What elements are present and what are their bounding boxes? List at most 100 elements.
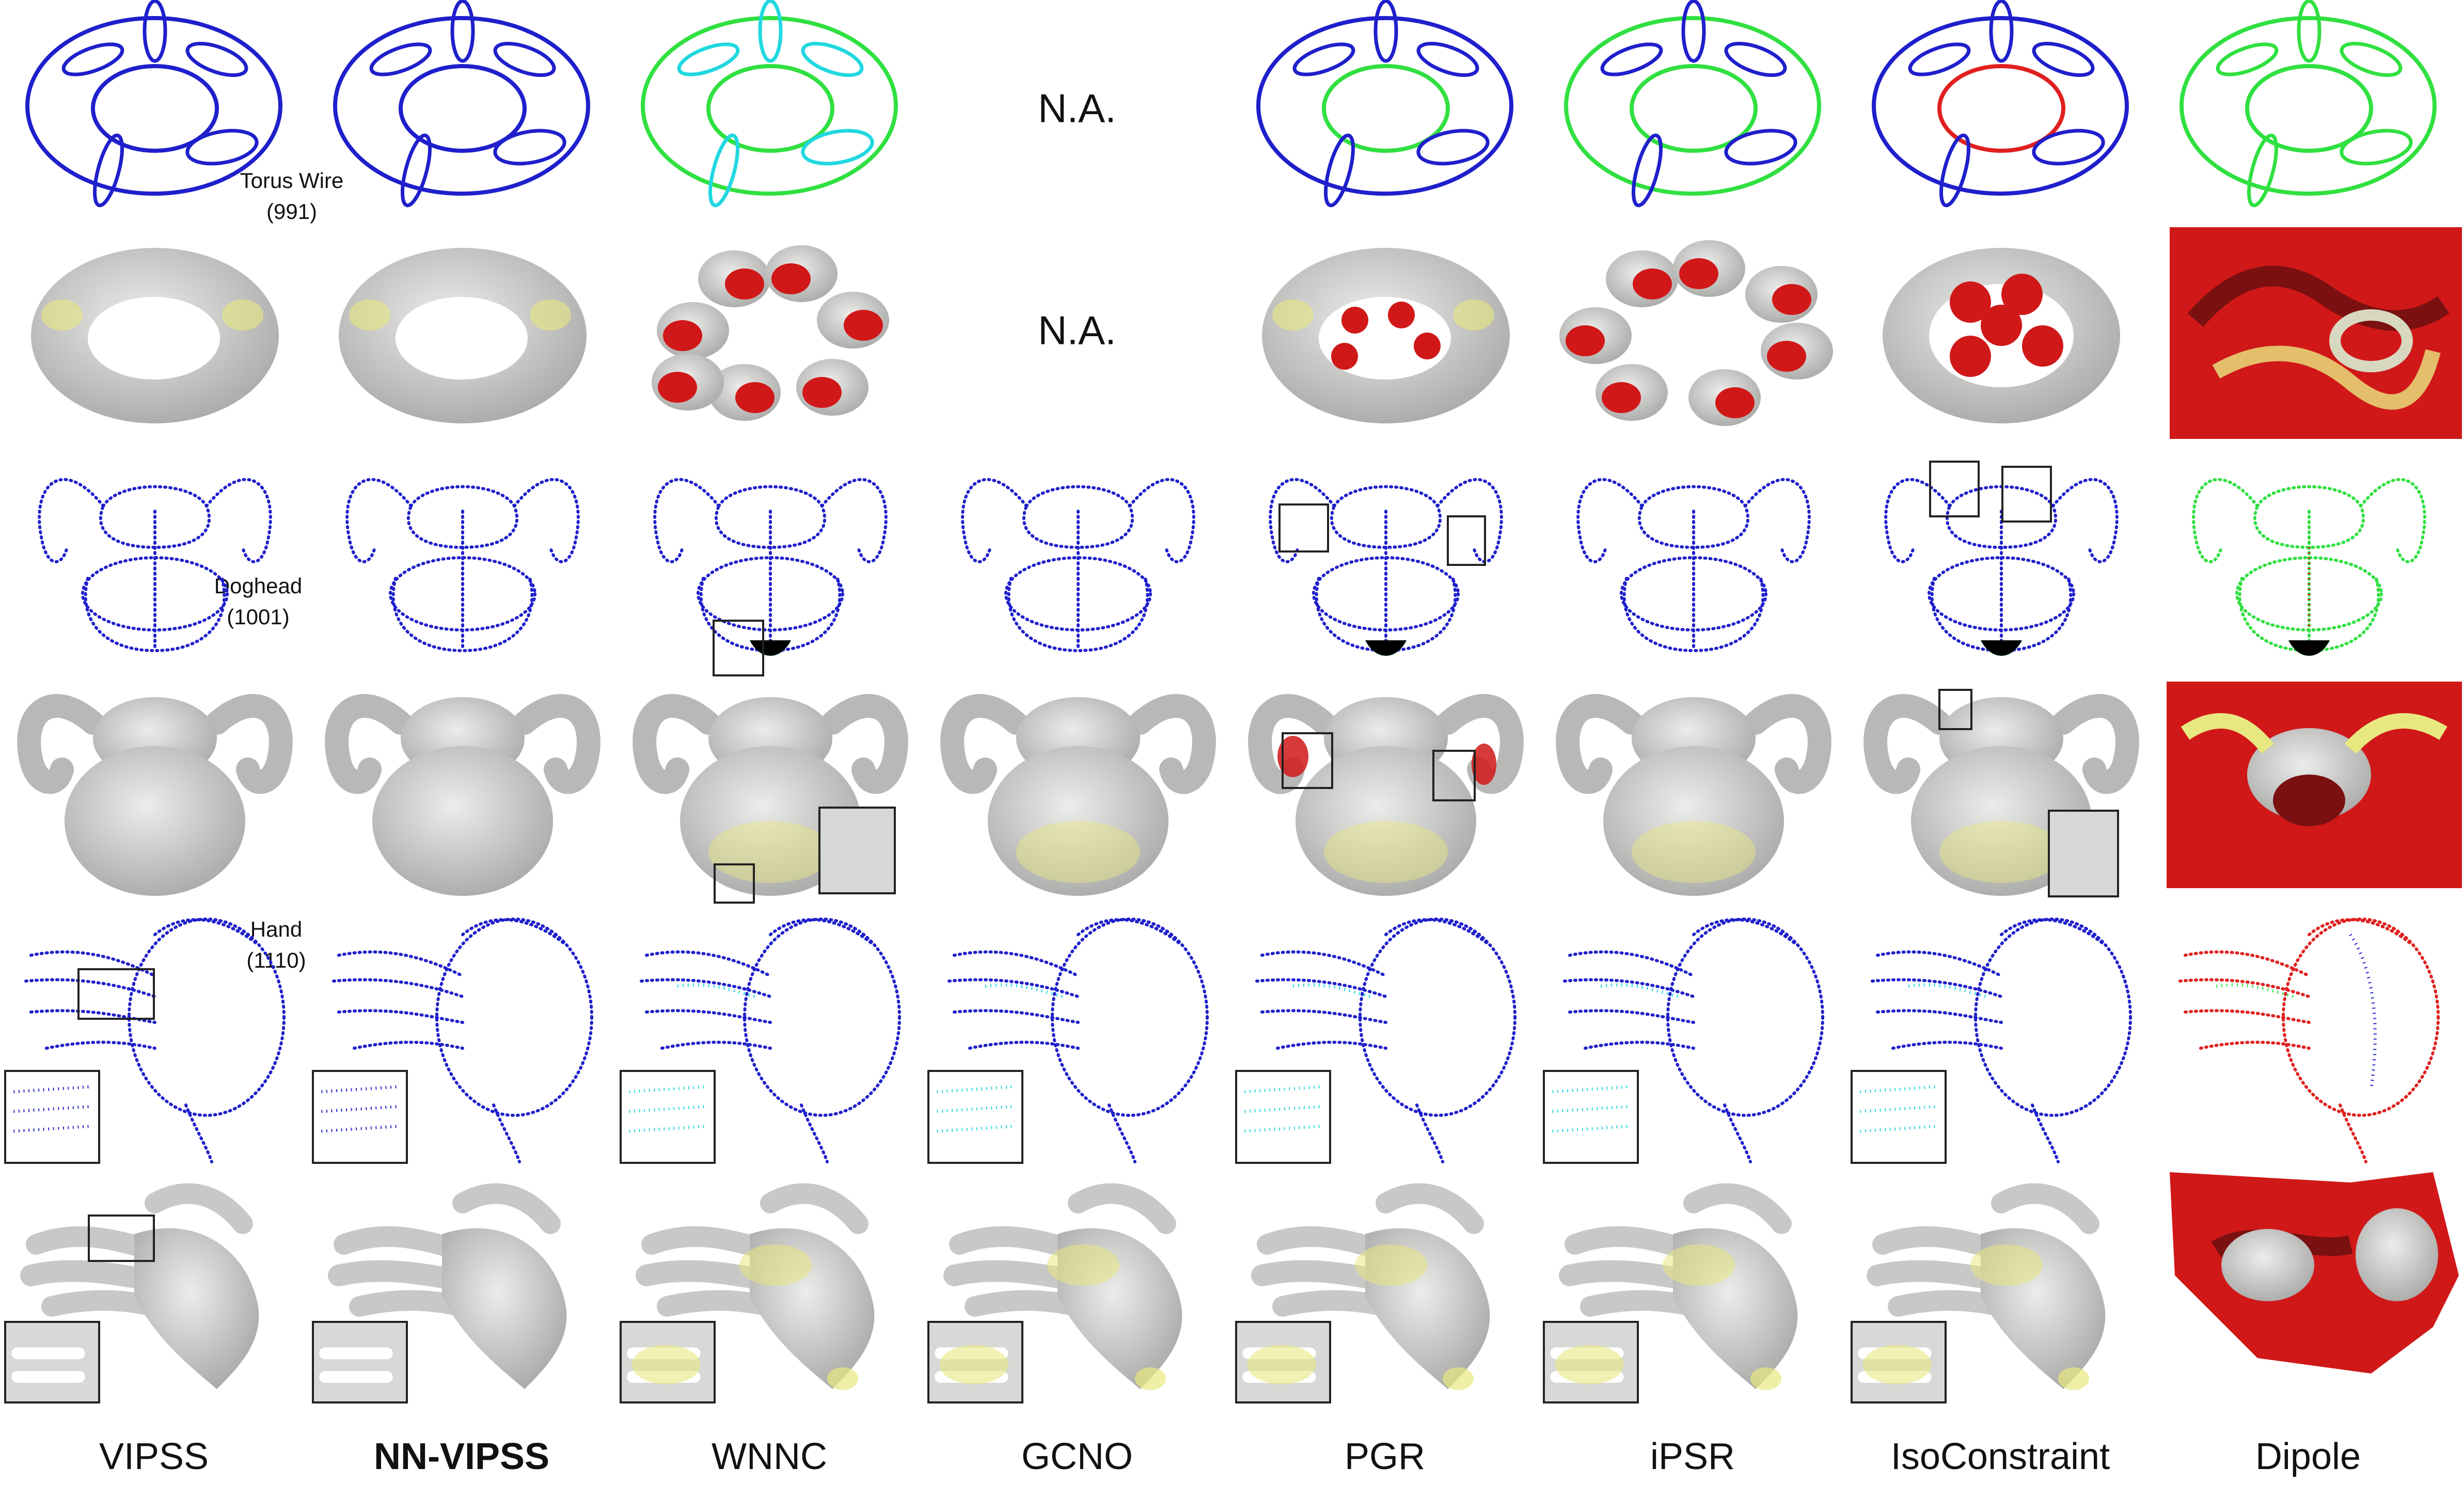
inner-ring xyxy=(2245,64,2373,153)
zoom-inset xyxy=(927,1321,1023,1403)
hand-surface-isoconstraint xyxy=(1846,1172,2154,1415)
outer-ring xyxy=(1256,16,1513,196)
outer-ring xyxy=(641,16,898,196)
wire-loop xyxy=(708,133,739,208)
torus-mesh xyxy=(1262,248,1510,423)
wire-loop xyxy=(493,42,556,77)
hand-surface-nn-vipss xyxy=(308,1172,615,1415)
zoom-inset xyxy=(312,1070,408,1164)
zoom-inset xyxy=(1543,1070,1639,1164)
highlight-box xyxy=(1432,750,1476,801)
outer-ring xyxy=(1564,16,1821,196)
dog-snout xyxy=(65,746,245,896)
highlight-box xyxy=(88,1214,155,1262)
wire-loop xyxy=(2247,133,2278,208)
hand-surface-pgr xyxy=(1231,1172,1539,1415)
wire-loop xyxy=(93,133,124,208)
zoom-inset xyxy=(1851,1070,1947,1164)
inner-ring xyxy=(1630,64,1758,153)
hand-surface-ipsr xyxy=(1539,1172,1846,1415)
wire-loop xyxy=(1373,0,1398,63)
wire-loop xyxy=(1292,42,1355,76)
wire-loop xyxy=(61,42,124,76)
inner-ring xyxy=(1937,64,2065,153)
torus-wire-wnnc xyxy=(615,0,923,217)
torus-wire-dipole xyxy=(2154,0,2462,217)
highlight-box xyxy=(1282,732,1333,789)
dataset-count: (1110) xyxy=(246,948,306,972)
hand-wire-pgr xyxy=(1231,904,1539,1172)
dog-snout xyxy=(1603,746,1784,896)
doghead-wire-ipsr xyxy=(1539,444,1846,671)
dog-snout xyxy=(1296,746,1476,896)
dog-snout xyxy=(680,746,861,896)
inner-ring xyxy=(1322,64,1450,153)
wire-loop xyxy=(2216,42,2279,76)
zoom-inset xyxy=(1543,1321,1639,1403)
doghead-surface-isoconstraint xyxy=(1846,671,2154,904)
wire-loop xyxy=(369,42,432,76)
wire-loop xyxy=(1416,42,1479,77)
wire-loop xyxy=(2032,42,2095,77)
zoom-inset xyxy=(927,1070,1023,1164)
highlight-box xyxy=(713,620,764,676)
highlight-box xyxy=(77,968,155,1020)
doghead-wire-vipss xyxy=(0,444,308,671)
wire-loop xyxy=(450,0,475,63)
row-label-hand: Hand (1110) xyxy=(199,914,354,976)
dataset-count: (991) xyxy=(266,199,318,224)
wire-loop xyxy=(2032,129,2105,166)
torus-wire-gcno: N.A. xyxy=(923,0,1231,217)
hand-surface-vipss xyxy=(0,1172,308,1415)
torus-surface-wnnc xyxy=(615,217,923,444)
outer-ring xyxy=(333,16,590,196)
dog-snout xyxy=(372,746,553,896)
wire-loop xyxy=(801,42,864,77)
hand-wire-dipole xyxy=(2154,904,2462,1172)
hand-wire-gcno xyxy=(923,904,1231,1172)
not-available-text: N.A. xyxy=(1038,307,1116,353)
wire-loop xyxy=(185,42,248,77)
zoom-inset xyxy=(620,1321,716,1403)
wire-loop xyxy=(2340,129,2413,166)
zoom-inset xyxy=(818,807,896,894)
doghead-surface-wnnc xyxy=(615,671,923,904)
hand-surface-gcno xyxy=(923,1172,1231,1415)
hand-surface-wnnc xyxy=(615,1172,923,1415)
wire-loop xyxy=(801,129,874,166)
method-label-wnnc: WNNC xyxy=(712,1436,827,1477)
zoom-inset xyxy=(1235,1070,1331,1164)
torus-surface-gcno: N.A. xyxy=(923,217,1231,444)
hand-wire-ipsr xyxy=(1539,904,1846,1172)
zoom-inset xyxy=(4,1070,100,1164)
wire-loop xyxy=(185,129,259,166)
torus-wire-pgr xyxy=(1231,0,1539,217)
doghead-wire-dipole xyxy=(2154,444,2462,671)
wire-loop xyxy=(1681,0,1706,63)
doghead-wire-wnnc xyxy=(615,444,923,671)
hand-wire-isoconstraint xyxy=(1846,904,2154,1172)
wire-loop xyxy=(1939,133,1970,208)
wire-loop xyxy=(493,129,566,166)
method-label-nn-vipss: NN-VIPSS xyxy=(373,1436,550,1477)
method-label-gcno: GCNO xyxy=(1021,1436,1133,1477)
doghead-wire-isoconstraint xyxy=(1846,444,2154,671)
torus-mesh xyxy=(339,248,587,423)
torus-surface-ipsr xyxy=(1539,217,1846,444)
doghead-wire-nn-vipss xyxy=(308,444,615,671)
wire-loop xyxy=(143,0,167,63)
outer-ring xyxy=(2179,16,2437,196)
not-available-text: N.A. xyxy=(1038,85,1116,131)
outer-ring xyxy=(1872,16,2129,196)
wire-loop xyxy=(1724,42,1787,77)
doghead-wire-pgr xyxy=(1231,444,1539,671)
dipole-blob xyxy=(2170,227,2462,439)
wire-loop xyxy=(1989,0,2014,63)
method-label-vipss: VIPSS xyxy=(99,1436,209,1477)
doghead-surface-pgr xyxy=(1231,671,1539,904)
highlight-box xyxy=(1447,515,1486,566)
doghead-wire-gcno xyxy=(923,444,1231,671)
dog-snout xyxy=(988,746,1168,896)
highlight-box xyxy=(2001,466,2052,523)
hand-surface-dipole xyxy=(2154,1172,2462,1415)
